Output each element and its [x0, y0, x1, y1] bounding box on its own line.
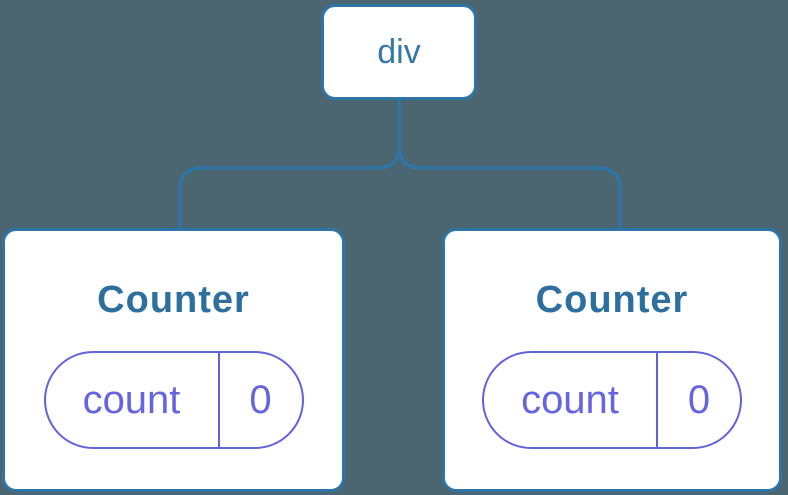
connector-branch-right: [397, 100, 622, 228]
counter-title: Counter: [97, 279, 250, 321]
state-value: 0: [249, 377, 272, 422]
counter-card-right: Counter count 0: [442, 228, 782, 492]
state-pill: count 0: [43, 351, 304, 449]
root-node-label: div: [377, 32, 421, 71]
counter-card-left: Counter count 0: [2, 228, 345, 492]
root-node: div: [321, 4, 477, 100]
state-pill: count 0: [482, 351, 742, 449]
counter-title: Counter: [535, 279, 689, 321]
state-key-label: count: [46, 353, 220, 447]
state-value: 0: [687, 377, 711, 422]
connector-branch-left: [178, 100, 402, 228]
state-key-label: count: [484, 353, 658, 447]
